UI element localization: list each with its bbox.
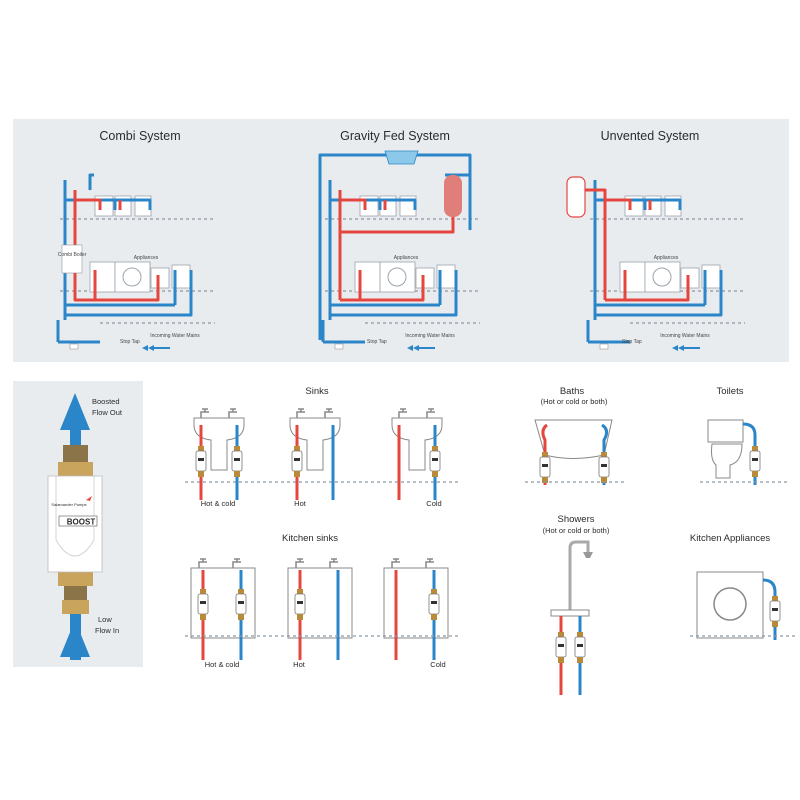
kitchen-sinks-title: Kitchen sinks bbox=[282, 533, 338, 544]
brand-logo: Salamander Pumps bbox=[51, 502, 86, 507]
boost-unit-panel: Salamander Pumps BOOST Boosted Flow Out … bbox=[13, 381, 143, 667]
unvented-system-diagram: Unvented System Appliances Stop Tap Inco… bbox=[566, 129, 747, 353]
baths-subtitle: (Hot or cold or both) bbox=[541, 397, 608, 406]
gravity-fed-system-title: Gravity Fed System bbox=[340, 129, 450, 143]
toilets-title: Toilets bbox=[717, 386, 744, 397]
baths-title: Baths bbox=[560, 386, 585, 397]
cold-water-tank bbox=[384, 150, 419, 165]
gravity-fed-system-diagram: Gravity Fed System Appliances Stop Tap I… bbox=[318, 129, 482, 353]
sinks-section: Sinks Hot & cold Hot Cold bbox=[185, 386, 460, 508]
stop-tap-label: Stop Tap bbox=[120, 339, 140, 345]
boiler-label: Combi Boiler bbox=[58, 252, 87, 258]
flow-in-label: Flow In bbox=[95, 626, 119, 635]
appliances-label: Appliances bbox=[654, 255, 679, 261]
low-label: Low bbox=[98, 615, 112, 624]
showers-subtitle: (Hot or cold or both) bbox=[543, 526, 610, 535]
flow-out-label: Flow Out bbox=[92, 408, 123, 417]
combi-boiler bbox=[61, 244, 83, 274]
showers-section: Showers (Hot or cold or both) bbox=[543, 514, 610, 695]
unvented-cylinder bbox=[566, 176, 586, 218]
unvented-system-title: Unvented System bbox=[601, 129, 700, 143]
sink-label-hot: Hot bbox=[294, 499, 307, 508]
kitchen-sink-label-hot-cold: Hot & cold bbox=[205, 660, 240, 669]
incoming-mains-label: Incoming Water Mains bbox=[660, 333, 710, 339]
kitchen-sinks-section: Kitchen sinks Hot & cold Hot Cold bbox=[185, 533, 460, 669]
toilets-section: Toilets bbox=[700, 386, 790, 485]
kitchen-appliances-title: Kitchen Appliances bbox=[690, 533, 771, 544]
arrow-up-icon bbox=[60, 620, 90, 657]
baths-section: Baths (Hot or cold or both) bbox=[525, 386, 625, 485]
boosted-label: Boosted bbox=[92, 397, 120, 406]
incoming-mains-label: Incoming Water Mains bbox=[150, 333, 200, 339]
product-name: BOOST bbox=[67, 518, 96, 527]
kitchen-sink-label-hot: Hot bbox=[293, 660, 306, 669]
combi-system-diagram: Combi System Combi Boiler Appliances Sto… bbox=[56, 129, 217, 353]
sinks-title: Sinks bbox=[305, 386, 328, 397]
appliances-label: Appliances bbox=[394, 255, 419, 261]
combi-system-title: Combi System bbox=[99, 129, 180, 143]
incoming-mains-label: Incoming Water Mains bbox=[405, 333, 455, 339]
stop-tap-label: Stop Tap bbox=[367, 339, 387, 345]
hot-water-cylinder bbox=[444, 175, 462, 217]
showers-title: Showers bbox=[558, 514, 595, 525]
sink-label-cold: Cold bbox=[426, 499, 441, 508]
appliances-label: Appliances bbox=[134, 255, 159, 261]
arrow-up-icon bbox=[60, 393, 90, 430]
kitchen-sink-label-cold: Cold bbox=[430, 660, 445, 669]
kitchen-appliances-section: Kitchen Appliances bbox=[690, 533, 795, 640]
sink-label-hot-cold: Hot & cold bbox=[201, 499, 236, 508]
stop-tap-label: Stop Tap bbox=[622, 339, 642, 345]
